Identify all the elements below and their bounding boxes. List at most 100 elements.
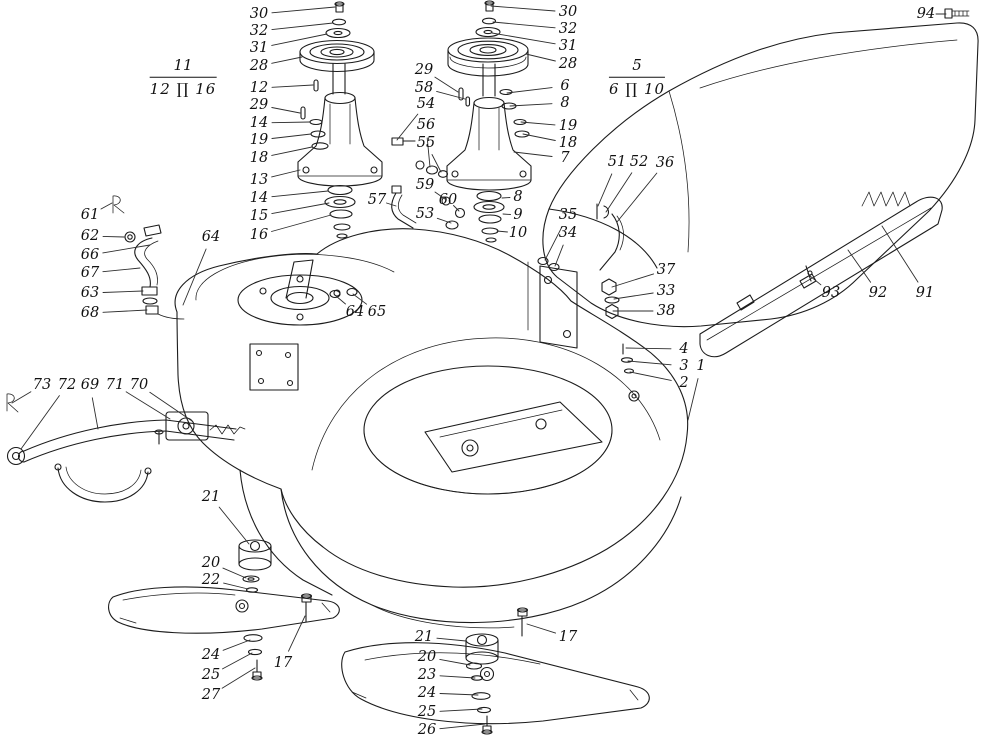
leader-line-29 xyxy=(271,107,301,114)
part-label-1: 1 xyxy=(696,357,706,374)
assembly-ref-range: 12 ∏ 16 xyxy=(149,79,217,98)
part-label-59: 59 xyxy=(415,176,435,193)
leader-line-61 xyxy=(100,202,113,210)
part-label-73: 73 xyxy=(32,376,52,393)
part-label-19: 19 xyxy=(558,117,578,134)
center-blade-assembly xyxy=(341,607,650,735)
leader-line-7 xyxy=(513,151,553,157)
leader-line-33 xyxy=(613,292,654,300)
part-label-4: 4 xyxy=(679,340,689,357)
part-label-64: 64 xyxy=(201,228,221,245)
leader-line-68 xyxy=(102,309,148,313)
leader-line-93 xyxy=(809,275,822,286)
leader-line-30 xyxy=(490,5,556,12)
left-spindle-assembly xyxy=(297,1,383,239)
part-label-20: 20 xyxy=(417,648,437,665)
leader-line-91 xyxy=(881,225,919,283)
leader-line-51 xyxy=(597,173,613,207)
part-label-23: 23 xyxy=(417,666,437,683)
part-label-63: 63 xyxy=(80,284,100,301)
leader-line-31 xyxy=(491,32,556,45)
part-label-17: 17 xyxy=(558,628,578,645)
part-label-93: 93 xyxy=(821,284,841,301)
part-label-51: 51 xyxy=(607,153,627,170)
part-label-26: 26 xyxy=(417,721,437,737)
part-label-33: 33 xyxy=(656,282,676,299)
leader-line-73 xyxy=(11,391,32,404)
leader-line-58 xyxy=(436,90,466,100)
leader-line-15 xyxy=(271,202,330,215)
part-label-65: 65 xyxy=(367,303,387,320)
leader-line-14 xyxy=(271,190,329,198)
part-label-30: 30 xyxy=(249,5,269,22)
part-label-66: 66 xyxy=(80,246,100,263)
part-label-28: 28 xyxy=(249,57,269,74)
leader-line-32 xyxy=(492,21,556,29)
leader-line-17 xyxy=(526,623,557,634)
part-label-19: 19 xyxy=(249,131,269,148)
leader-line-13 xyxy=(271,169,301,178)
part-label-13: 13 xyxy=(249,171,269,188)
part-label-8: 8 xyxy=(513,188,523,205)
part-label-24: 24 xyxy=(417,684,437,701)
leader-line-20 xyxy=(439,658,471,666)
part-label-35: 35 xyxy=(558,206,578,223)
leader-line-57 xyxy=(386,202,397,207)
part-label-38: 38 xyxy=(656,302,676,319)
part-label-60: 60 xyxy=(438,191,458,208)
part-label-55: 55 xyxy=(416,134,436,151)
leader-line-72 xyxy=(20,395,60,450)
leader-line-59 xyxy=(434,191,446,200)
leader-line-64 xyxy=(182,248,207,306)
part-label-30: 30 xyxy=(558,3,578,20)
leader-line-24 xyxy=(439,693,479,696)
leader-line-55 xyxy=(431,154,442,173)
leader-line-36 xyxy=(616,172,658,223)
leader-line-56 xyxy=(426,137,431,168)
leader-line-28 xyxy=(271,56,303,64)
assembly-ref-range: 6 ∏ 10 xyxy=(608,79,666,98)
part-label-7: 7 xyxy=(560,149,570,166)
right-spindle-assembly xyxy=(391,0,532,243)
deck-body xyxy=(174,228,689,629)
part-label-21: 21 xyxy=(414,628,434,645)
leader-line-27 xyxy=(221,667,256,689)
part-label-9: 9 xyxy=(513,206,523,223)
part-label-56: 56 xyxy=(416,116,436,133)
leader-line-20 xyxy=(222,567,247,579)
part-label-70: 70 xyxy=(129,376,149,393)
part-label-17: 17 xyxy=(273,654,293,671)
leader-line-8 xyxy=(501,197,511,199)
part-label-31: 31 xyxy=(558,37,578,54)
part-label-32: 32 xyxy=(249,22,269,39)
part-label-71: 71 xyxy=(105,376,125,393)
part-label-15: 15 xyxy=(249,207,269,224)
part-label-57: 57 xyxy=(367,191,387,208)
hose-assembly xyxy=(112,195,185,320)
assembly-ref-number: 11 xyxy=(149,56,217,78)
part-label-6: 6 xyxy=(560,77,570,94)
leader-line-12 xyxy=(271,84,314,88)
leader-line-53 xyxy=(436,217,452,224)
part-label-20: 20 xyxy=(201,554,221,571)
part-label-91: 91 xyxy=(915,284,935,301)
part-label-92: 92 xyxy=(868,284,888,301)
part-label-12: 12 xyxy=(249,79,269,96)
rear-plate xyxy=(699,196,943,358)
leader-line-10 xyxy=(496,230,508,233)
part-label-29: 29 xyxy=(414,61,434,78)
part-label-52: 52 xyxy=(629,153,649,170)
leader-line-67 xyxy=(102,267,141,273)
part-label-18: 18 xyxy=(249,149,269,166)
leader-line-29 xyxy=(434,76,459,93)
part-label-58: 58 xyxy=(414,79,434,96)
part-label-32: 32 xyxy=(558,20,578,37)
leader-line-92 xyxy=(847,249,872,283)
leader-line-8 xyxy=(509,103,553,107)
leader-line-34 xyxy=(554,244,564,267)
part-label-69: 69 xyxy=(80,376,100,393)
leader-line-1 xyxy=(687,378,699,421)
